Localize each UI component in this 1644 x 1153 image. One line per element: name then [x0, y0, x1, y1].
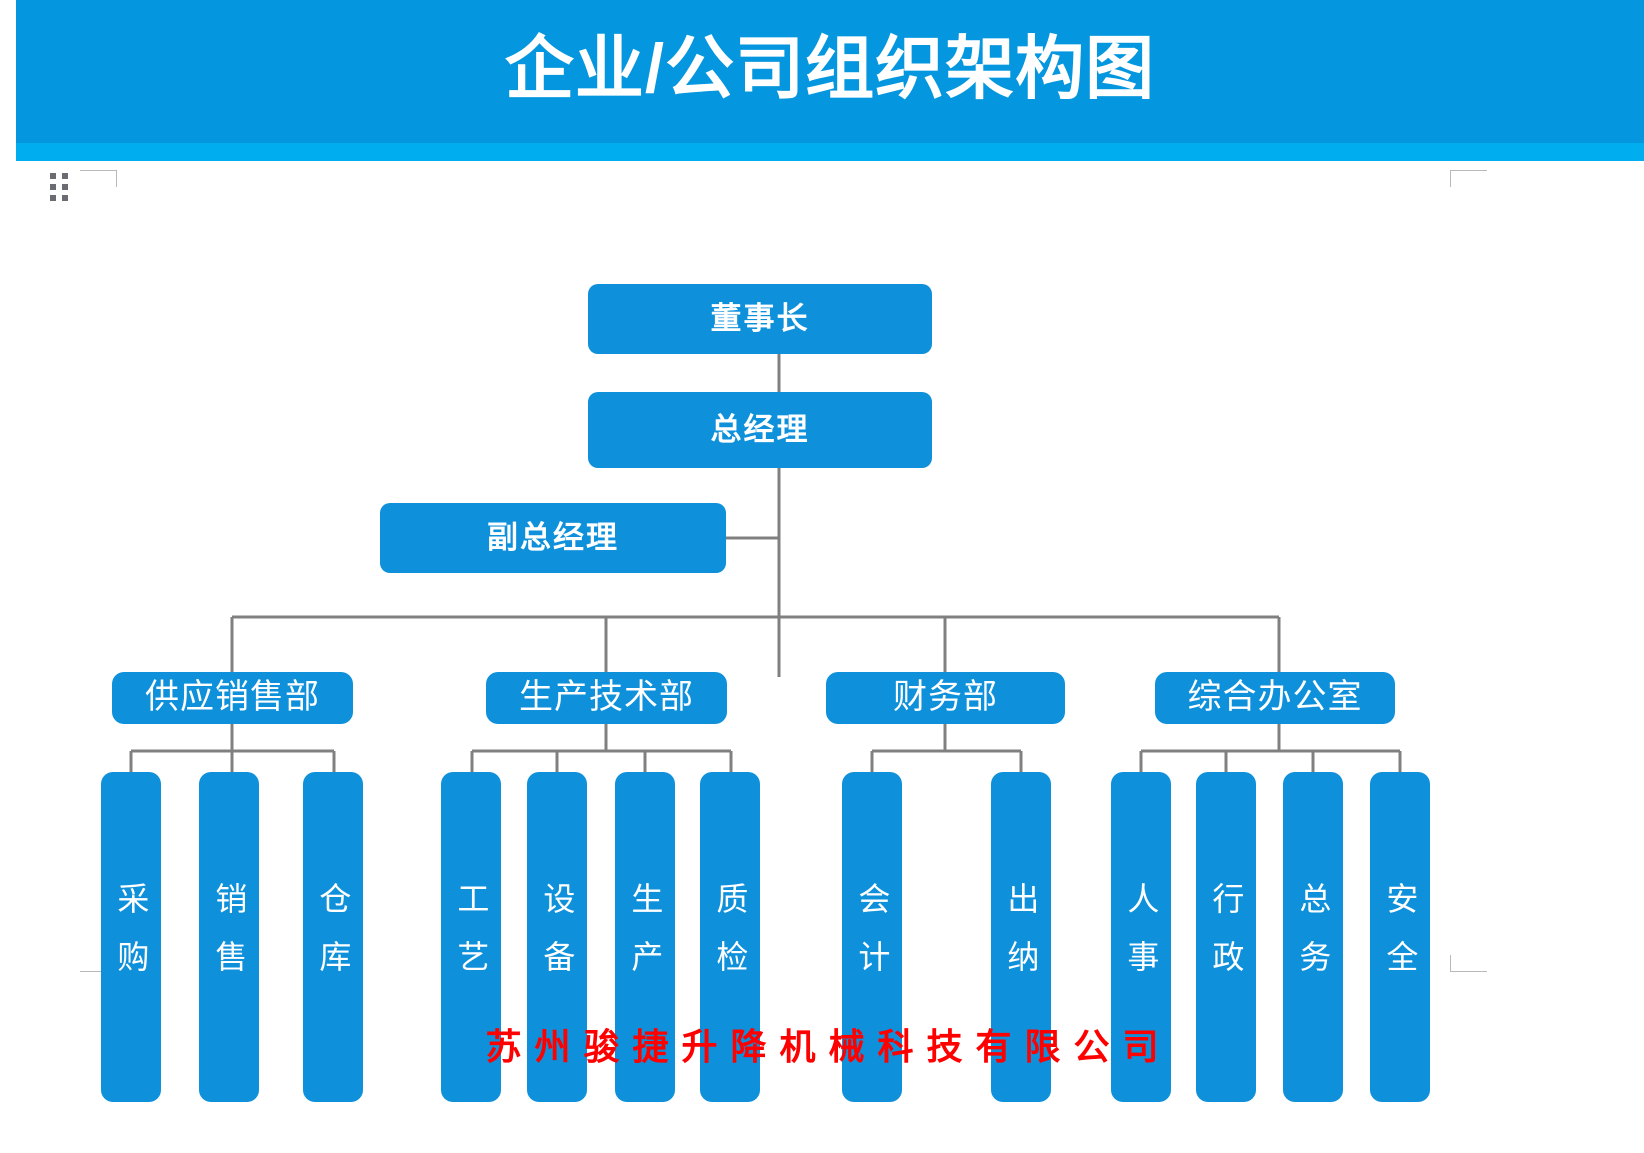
node-administration[interactable]: 行政 — [1196, 772, 1256, 1102]
drag-dot — [62, 195, 68, 201]
node-general-affairs[interactable]: 总务 — [1283, 772, 1343, 1102]
drag-dot — [62, 173, 68, 179]
node-equipment[interactable]: 设备 — [527, 772, 587, 1102]
node-safety[interactable]: 安全 — [1370, 772, 1430, 1102]
node-deputy-general-manager[interactable]: 副总经理 — [380, 503, 726, 573]
node-procurement[interactable]: 采购 — [101, 772, 161, 1102]
margin-marker-top-left — [80, 170, 117, 187]
node-human-resources[interactable]: 人事 — [1111, 772, 1171, 1102]
node-supply-sales-dept[interactable]: 供应销售部 — [112, 672, 353, 724]
drag-dot — [62, 184, 68, 190]
margin-marker-top-right — [1450, 170, 1487, 187]
drag-dot — [50, 184, 56, 190]
node-accounting[interactable]: 会计 — [842, 772, 902, 1102]
node-finance-dept[interactable]: 财务部 — [826, 672, 1065, 724]
header-banner: 企业/公司组织架构图 — [16, 0, 1644, 143]
node-production-technology-dept[interactable]: 生产技术部 — [486, 672, 727, 724]
drag-dots-icon[interactable] — [50, 173, 68, 201]
header-accent-strip — [16, 143, 1644, 161]
drag-dot — [50, 195, 56, 201]
node-general-office[interactable]: 综合办公室 — [1155, 672, 1395, 724]
node-production[interactable]: 生产 — [615, 772, 675, 1102]
company-name-footer: 苏州骏捷升降机械科技有限公司 — [485, 1026, 1172, 1067]
node-cashier[interactable]: 出纳 — [991, 772, 1051, 1102]
margin-marker-bottom-right — [1450, 955, 1487, 972]
node-warehouse[interactable]: 仓库 — [303, 772, 363, 1102]
org-chart: 董事长 总经理 副总经理 供应销售部 生产技术部 财务部 综合办公室 采购 销售… — [0, 161, 1644, 1102]
node-process[interactable]: 工艺 — [441, 772, 501, 1102]
drag-dot — [50, 173, 56, 179]
node-quality-inspection[interactable]: 质检 — [700, 772, 760, 1102]
node-chairman[interactable]: 董事长 — [588, 284, 932, 354]
node-sales[interactable]: 销售 — [199, 772, 259, 1102]
page-title: 企业/公司组织架构图 — [504, 30, 1156, 107]
node-general-manager[interactable]: 总经理 — [588, 392, 932, 468]
